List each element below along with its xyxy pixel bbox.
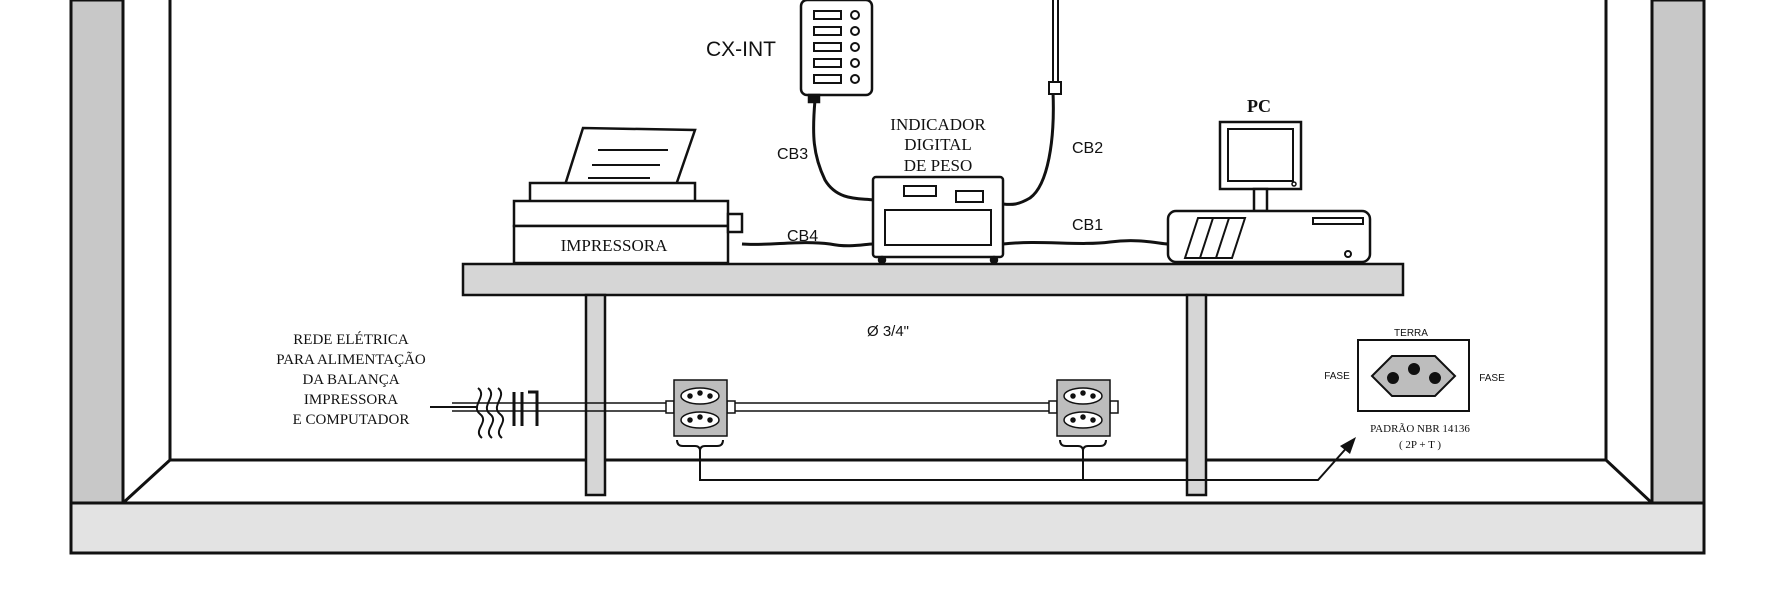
weight-indicator — [871, 175, 1005, 265]
indicator-foot-right — [989, 255, 999, 265]
cx-int-label: CX-INT — [706, 38, 776, 61]
printer — [512, 126, 744, 265]
cable-cb1 — [1002, 239, 1169, 246]
pc-screen — [1227, 128, 1294, 182]
fase-label-left: FASE — [1324, 371, 1350, 382]
cb4-label: CB4 — [787, 228, 818, 245]
cx-int-box — [799, 0, 874, 104]
left-wall — [69, 0, 125, 505]
pc-monitor-stand — [1252, 187, 1269, 213]
pc-drive — [1312, 217, 1364, 225]
cable-cb3 — [812, 99, 874, 202]
table-leg-left — [584, 293, 607, 497]
power-label-3: DA BALANÇA — [302, 372, 399, 388]
cables — [741, 0, 1169, 248]
printer-knob — [726, 212, 744, 234]
power-line — [430, 387, 1119, 439]
indicator-display-right — [955, 190, 984, 203]
cb2-label: CB2 — [1072, 140, 1103, 157]
printer-body — [512, 224, 730, 265]
indicator-label-1: INDICADOR — [890, 115, 986, 134]
indicator-label-3: DE PESO — [904, 156, 972, 175]
cable-cb4 — [741, 241, 874, 248]
cable-cb2 — [1002, 91, 1055, 206]
power-label-4: IMPRESSORA — [304, 392, 398, 408]
break-wave-2 — [485, 387, 495, 439]
table-leg-right — [1185, 293, 1208, 497]
power-label-1: REDE ELÉTRICA — [293, 331, 409, 348]
computer — [1166, 120, 1372, 264]
floor-slab — [69, 501, 1706, 555]
socket-box-right — [1056, 379, 1111, 437]
pointer-line — [699, 443, 1351, 481]
cable-cb2-connector — [1048, 81, 1062, 95]
indicator-label-2: DIGITAL — [904, 135, 972, 154]
pointer-arrowhead — [1340, 437, 1356, 454]
cx-int-connector — [807, 93, 821, 104]
break-wave-3 — [495, 387, 505, 439]
printer-body-top — [512, 199, 730, 228]
socket-braces — [676, 439, 1351, 481]
power-label-2: PARA ALIMENTAÇÃO — [276, 352, 426, 368]
pc-label: PC — [1247, 96, 1271, 116]
break-wave-1 — [475, 387, 485, 439]
standard-label-2: ( 2P + T ) — [1399, 439, 1441, 451]
power-label-5: E COMPUTADOR — [293, 412, 410, 428]
floor-top — [119, 458, 1656, 505]
indicator-foot-left — [877, 255, 887, 265]
diameter-label: Ø 3/4" — [867, 323, 909, 340]
table-top — [461, 262, 1405, 297]
pc-power — [1344, 250, 1352, 258]
standard-label-1: PADRÃO NBR 14136 — [1370, 423, 1470, 435]
cb3-label: CB3 — [777, 146, 808, 163]
nbr-socket-detail — [1357, 339, 1470, 412]
socket-box-left — [673, 379, 728, 437]
indicator-display-left — [903, 185, 937, 197]
cb1-label: CB1 — [1072, 217, 1103, 234]
printer-label: IMPRESSORA — [561, 236, 668, 255]
indicator-panel — [884, 209, 992, 246]
room-frame — [69, 0, 1706, 555]
right-wall — [1650, 0, 1706, 505]
table — [461, 262, 1405, 497]
terra-label: TERRA — [1394, 328, 1428, 339]
fase-label-right: FASE — [1479, 373, 1505, 384]
